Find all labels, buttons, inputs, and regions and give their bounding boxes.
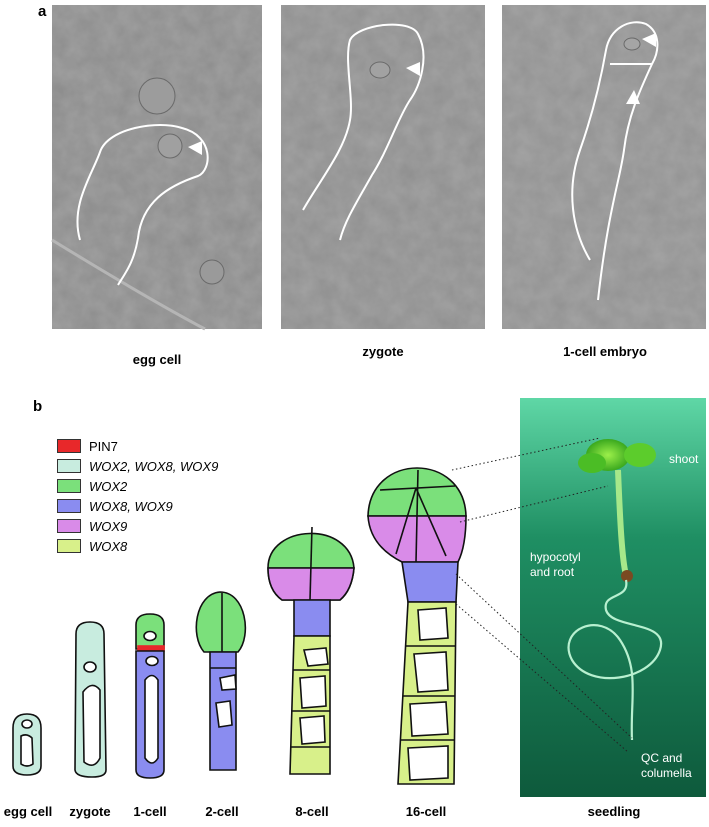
seedling-label-qc: QC and columella	[641, 751, 692, 780]
legend: PIN7 WOX2, WOX8, WOX9 WOX2 WOX8, WOX9 WO…	[57, 436, 218, 556]
correspondence-lines	[451, 437, 633, 753]
stage-label-zygote: zygote	[69, 804, 111, 819]
stage-label-1-cell: 1-cell	[133, 804, 167, 819]
stage-label-seedling: seedling	[587, 804, 641, 819]
stage-label-8-cell: 8-cell	[295, 804, 329, 819]
legend-swatch	[57, 479, 81, 493]
legend-label: WOX2, WOX8, WOX9	[89, 458, 219, 474]
legend-label: WOX8, WOX9	[89, 498, 173, 514]
legend-swatch	[57, 519, 81, 533]
drawing-2-cell	[195, 591, 247, 771]
legend-item: WOX8, WOX9	[57, 496, 218, 516]
stage-label-egg-cell: egg cell	[3, 804, 53, 819]
drawing-16-cell	[367, 467, 467, 785]
legend-item: WOX2	[57, 476, 218, 496]
drawing-1-cell	[135, 613, 165, 779]
legend-label: PIN7	[89, 438, 118, 454]
seedling-photo	[520, 398, 706, 797]
legend-swatch	[57, 539, 81, 553]
legend-label: WOX8	[89, 538, 128, 554]
caption-egg-cell: egg cell	[132, 352, 182, 367]
seedling-label-shoot: shoot	[669, 452, 699, 466]
legend-item: WOX9	[57, 516, 218, 536]
legend-swatch	[57, 439, 81, 453]
legend-swatch	[57, 459, 81, 473]
micrograph-egg-cell	[51, 5, 262, 331]
stage-label-2-cell: 2-cell	[205, 804, 239, 819]
caption-1-cell-embryo: 1-cell embryo	[563, 344, 647, 359]
legend-swatch	[57, 499, 81, 513]
drawing-zygote	[74, 621, 107, 778]
caption-zygote: zygote	[362, 344, 404, 359]
legend-label: WOX2	[89, 478, 128, 494]
legend-item: WOX2, WOX8, WOX9	[57, 456, 218, 476]
stage-label-16-cell: 16-cell	[405, 804, 447, 819]
legend-item: PIN7	[57, 436, 218, 456]
legend-label: WOX9	[89, 518, 128, 534]
legend-item: WOX8	[57, 536, 218, 556]
seedling-label-hypocotyl: hypocotyl and root	[530, 550, 581, 579]
panel-b-letter: b	[33, 398, 43, 415]
micrograph-zygote	[281, 5, 485, 329]
panel-a-letter: a	[38, 3, 47, 20]
drawing-8-cell	[267, 526, 355, 775]
drawing-egg-cell	[12, 713, 42, 776]
micrograph-1-cell-embryo	[502, 5, 706, 329]
